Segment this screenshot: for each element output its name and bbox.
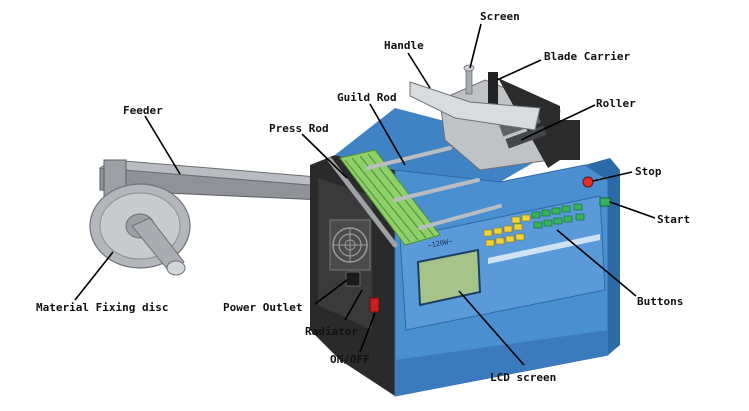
guide-channels (339, 149, 441, 246)
leader-buttons (556, 229, 637, 297)
leader-screen (469, 23, 482, 69)
leader-on-off (359, 312, 376, 353)
label-stop: Stop (635, 165, 662, 178)
material-fixing-disc (89, 183, 191, 276)
leader-feeder (144, 115, 181, 175)
stop-button-icon (582, 176, 594, 188)
guide-rods (366, 146, 502, 230)
label-feeder: Feeder (123, 104, 163, 117)
control-panel: ~120W~ (399, 195, 606, 331)
label-buttons: Buttons (637, 295, 683, 308)
label-guild-rod: Guild Rod (337, 91, 397, 104)
label-press-rod: Press Rod (269, 122, 329, 135)
on-off-switch (369, 297, 380, 313)
start-button-icon (599, 197, 611, 207)
radiator-fan (329, 219, 371, 271)
screen-knob (463, 64, 475, 95)
leader-roller (520, 104, 596, 141)
leader-blade-carrier (496, 59, 542, 81)
lcd-panel (416, 248, 482, 307)
label-on-off: ON/OFF (330, 353, 370, 366)
leader-power-outlet (314, 279, 348, 305)
label-screen: Screen (480, 10, 520, 23)
press-rod (327, 157, 398, 248)
handle (409, 81, 541, 131)
callout-labels: Screen Handle Blade Carrier Guild Rod Ro… (36, 10, 690, 384)
leader-start (609, 201, 656, 219)
green-keypad (531, 203, 585, 229)
label-power-outlet: Power Outlet (223, 301, 302, 314)
yellow-keypad (483, 214, 531, 247)
leader-stop (592, 171, 633, 182)
leader-lcd-screen (458, 290, 525, 366)
label-blade-carrier: Blade Carrier (544, 50, 630, 63)
power-outlet (345, 271, 361, 287)
label-radiator: Radiator (305, 325, 358, 338)
leader-lines (74, 23, 656, 366)
machine-illustration: ~120W~ (89, 64, 620, 397)
label-roller: Roller (596, 97, 636, 110)
label-handle: Handle (384, 39, 424, 52)
leader-radiator (344, 289, 363, 321)
label-lcd-screen: LCD screen (490, 371, 556, 384)
leader-material-fixing-disc (74, 251, 114, 301)
leader-guild-rod (369, 103, 406, 166)
leader-press-rod (301, 133, 348, 179)
label-material-fixing-disc: Material Fixing disc (36, 301, 168, 314)
label-start: Start (657, 213, 690, 226)
leader-handle (407, 52, 431, 89)
